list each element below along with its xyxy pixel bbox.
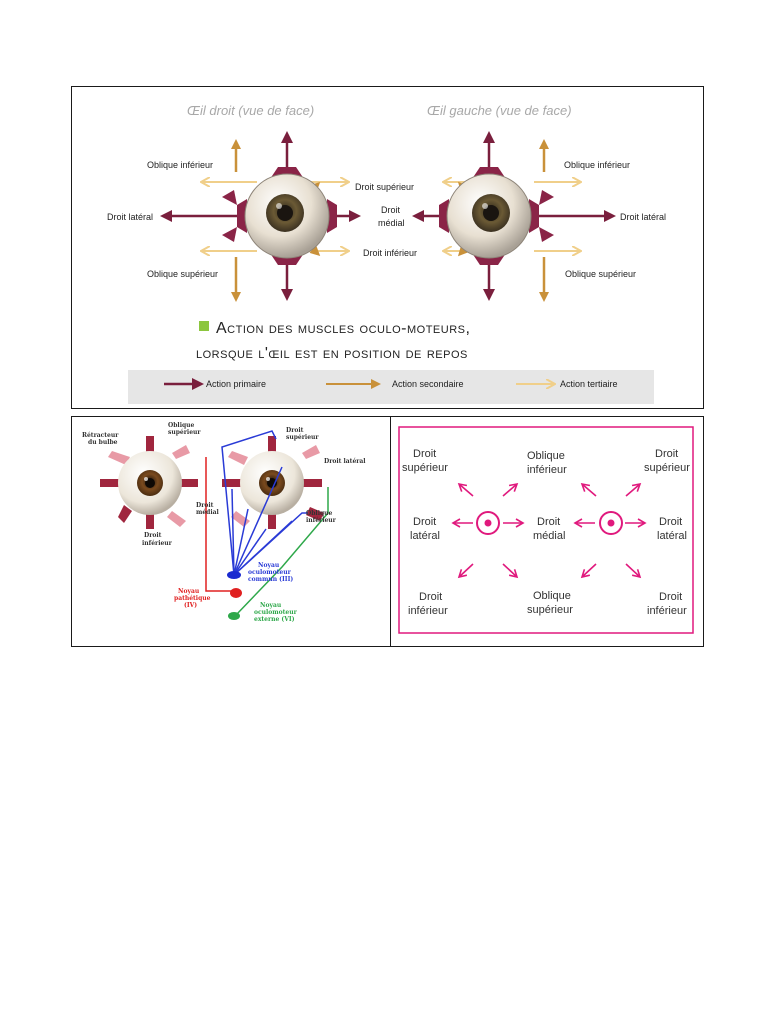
label-droit-inferieur-middle: Droit inférieur	[363, 248, 417, 258]
label-droit-medial-line2: médial	[378, 218, 405, 228]
label-dl-2: latéral	[410, 530, 440, 542]
left-eye-figure	[412, 131, 616, 302]
label-oblique-inf-1: Oblique	[306, 510, 333, 517]
eye-one	[100, 436, 198, 529]
eye-muscle-actions-diagram: Œil droit (vue de face) Œil gauche (vue …	[107, 103, 666, 404]
nucleus-six	[228, 612, 240, 620]
label-oblique-inferieur-left: Oblique inférieur	[564, 160, 630, 170]
label-ds-1: Droit	[413, 448, 436, 460]
label-di2-1: Droit	[659, 591, 682, 603]
label-noyau-ext-3: externe (VI)	[254, 616, 295, 623]
label-noyau-path-2: pathétique	[174, 595, 211, 602]
legend: Action primaire Action secondaire Action…	[128, 370, 654, 404]
caption-line-1: Action des muscles oculo-moteurs,	[216, 320, 470, 337]
schema-pupil-one	[484, 519, 492, 527]
eye-muscle-actions-panel: Œil droit (vue de face) Œil gauche (vue …	[71, 86, 704, 409]
schema-eye-two	[599, 511, 623, 535]
label-oblique-inferieur-right: Oblique inférieur	[147, 160, 213, 170]
label-dl-1: Droit	[413, 516, 436, 528]
nerve-three-lines	[221, 430, 308, 576]
label-droit-lateral: Droit latéral	[324, 458, 366, 465]
label-droit-sup-2: supérieur	[286, 434, 319, 441]
nucleus-four	[230, 588, 242, 598]
label-droit-medial-1: Droit	[196, 502, 214, 509]
label-droit-lateral-right: Droit latéral	[107, 212, 153, 222]
legend-tertiary-label: Action tertiaire	[560, 379, 618, 389]
label-droit-lateral-left: Droit latéral	[620, 212, 666, 222]
label-oblique-sup-1: Oblique	[168, 422, 195, 429]
nerve-innervation-diagram: Rétracteur du bulbe Oblique supérieur Dr…	[82, 422, 366, 623]
label-oblique-superieur-right: Oblique supérieur	[147, 269, 218, 279]
right-eye-title: Œil droit (vue de face)	[187, 103, 314, 118]
label-oi-1: Oblique	[527, 450, 565, 462]
label-droit-inf-1: Droit	[144, 532, 162, 539]
label-ds2-1: Droit	[655, 448, 678, 460]
caption-line-2: lorsque l'œil est en position de repos	[196, 345, 468, 362]
label-retracteur-1: Rétracteur	[82, 432, 119, 439]
schema-eye-one	[476, 511, 500, 535]
label-droit-sup-1: Droit	[286, 427, 304, 434]
right-eye-figure	[160, 131, 361, 302]
label-noyau-ext-2: oculomoteur	[254, 609, 298, 616]
label-dm-1: Droit	[537, 516, 560, 528]
label-droit-medial-line1: Droit	[381, 205, 401, 215]
left-eye-title: Œil gauche (vue de face)	[427, 103, 572, 118]
eye-two	[222, 436, 324, 529]
label-noyau-commun-2: oculomoteur	[248, 569, 292, 576]
caption-marker	[199, 321, 209, 331]
label-droit-inf-2: inférieur	[142, 540, 173, 547]
label-oblique-inf-2: inférieur	[306, 517, 337, 524]
schema-pupil-two	[607, 519, 615, 527]
label-oblique-superieur-left: Oblique supérieur	[565, 269, 636, 279]
nerve-four-line	[205, 457, 232, 592]
label-oi-2: inférieur	[527, 464, 567, 476]
label-droit-superieur-middle: Droit supérieur	[355, 182, 414, 192]
label-di2-2: inférieur	[647, 605, 687, 617]
label-ds2-2: supérieur	[644, 462, 690, 474]
label-di-1: Droit	[419, 591, 442, 603]
label-oblique-sup-2: supérieur	[168, 429, 201, 436]
label-os-2: supérieur	[527, 604, 573, 616]
label-os-1: Oblique	[533, 590, 571, 602]
eye-movement-schema-panel: Droit supérieur Oblique inférieur Droit …	[390, 416, 704, 647]
label-noyau-commun-3: commun (III)	[248, 576, 293, 583]
label-droit-medial-2: médial	[196, 509, 220, 516]
label-ds-2: supérieur	[402, 462, 448, 474]
label-retracteur-2: du bulbe	[88, 439, 118, 446]
label-dl2-2: latéral	[657, 530, 687, 542]
label-noyau-path-1: Noyau	[178, 588, 200, 595]
legend-secondary-label: Action secondaire	[392, 379, 464, 389]
label-noyau-ext-1: Noyau	[260, 602, 282, 609]
label-noyau-commun-1: Noyau	[258, 562, 280, 569]
label-di-2: inférieur	[408, 605, 448, 617]
nerve-innervation-panel: Rétracteur du bulbe Oblique supérieur Dr…	[71, 416, 392, 647]
legend-primary-label: Action primaire	[206, 379, 266, 389]
schema-frame	[398, 426, 694, 634]
label-dm-2: médial	[533, 530, 565, 542]
schema-arrows-eye-two	[573, 482, 647, 579]
label-dl2-1: Droit	[659, 516, 682, 528]
eye-movement-schema: Droit supérieur Oblique inférieur Droit …	[398, 426, 694, 634]
nucleus-three	[227, 571, 241, 579]
label-noyau-path-3: (IV)	[184, 602, 197, 609]
nerve-six-line	[235, 487, 329, 616]
schema-arrows-eye-one	[451, 482, 525, 579]
